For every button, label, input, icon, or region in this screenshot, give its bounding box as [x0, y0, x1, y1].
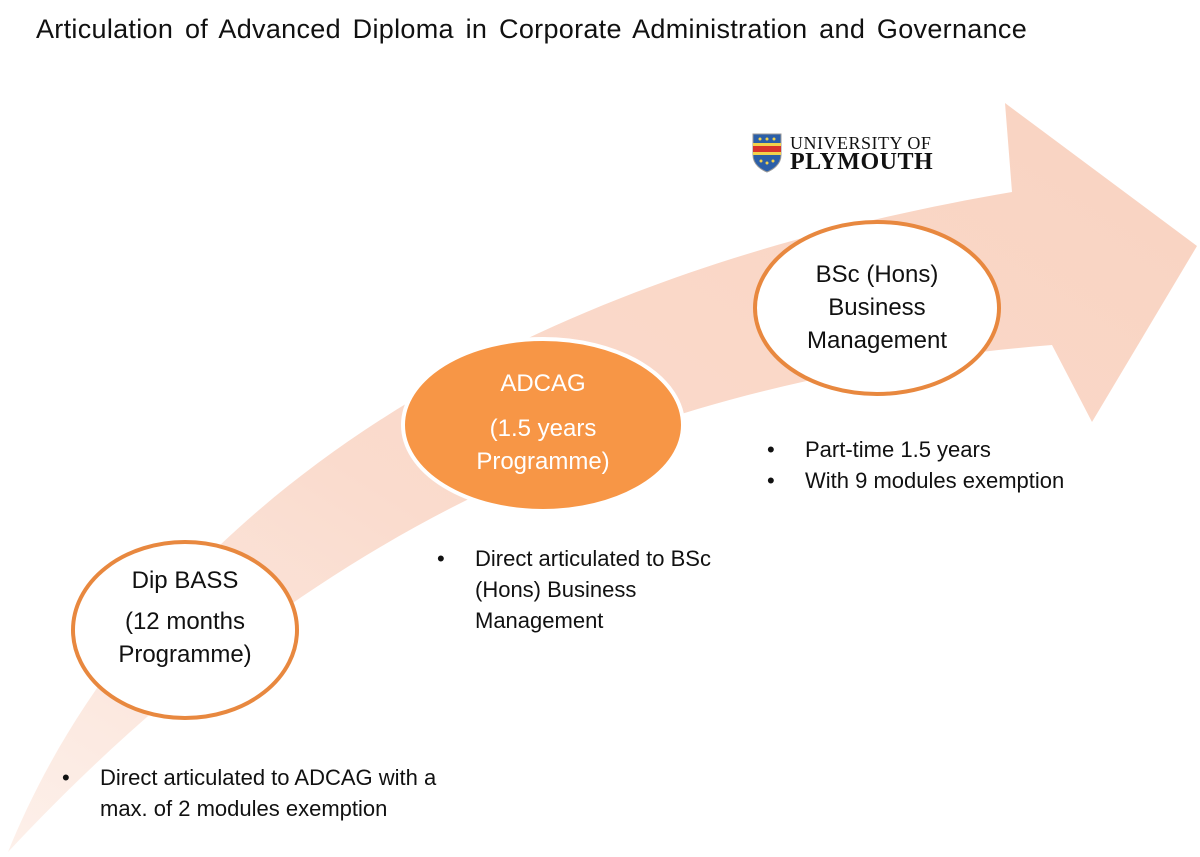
node-title: BSc (Hons) [815, 261, 939, 288]
bullet-item: Direct articulated to ADCAG with a max. … [60, 762, 480, 824]
node-subtitle: Management [806, 327, 948, 354]
crest-icon [752, 133, 782, 173]
node-title: Dip BASS [131, 567, 239, 594]
dip-bass-bullets: Direct articulated to ADCAG with a max. … [60, 762, 480, 824]
page-title: Articulation of Advanced Diploma in Corp… [36, 14, 1028, 44]
node-dip-bass: Dip BASS (12 months Programme) [85, 564, 285, 671]
university-logo: UNIVERSITY OF PLYMOUTH [752, 133, 934, 175]
bullet-item: Part-time 1.5 years [765, 434, 1165, 465]
node-title: ADCAG [500, 370, 586, 397]
node-subtitle: Programme) [476, 448, 610, 475]
node-subtitle: Programme) [118, 641, 252, 668]
logo-line2: PLYMOUTH [790, 149, 934, 175]
node-subtitle: Business [828, 294, 926, 321]
adcag-bullets: Direct articulated to BSc (Hons) Busines… [435, 543, 725, 636]
logo-line1: UNIVERSITY OF [790, 133, 932, 153]
node-bsc: BSc (Hons) Business Management [767, 258, 987, 357]
bullet-item: Direct articulated to BSc (Hons) Busines… [435, 543, 725, 636]
node-subtitle: (1.5 years [489, 415, 597, 442]
dip-bass-ellipse [71, 540, 299, 720]
node-subtitle: (12 months [124, 608, 246, 635]
bullet-item: With 9 modules exemption [765, 465, 1165, 496]
node-adcag: ADCAG (1.5 years Programme) [433, 367, 653, 478]
bsc-bullets: Part-time 1.5 years With 9 modules exemp… [765, 434, 1165, 496]
adcag-ellipse [401, 337, 685, 513]
bsc-ellipse [753, 220, 1001, 396]
